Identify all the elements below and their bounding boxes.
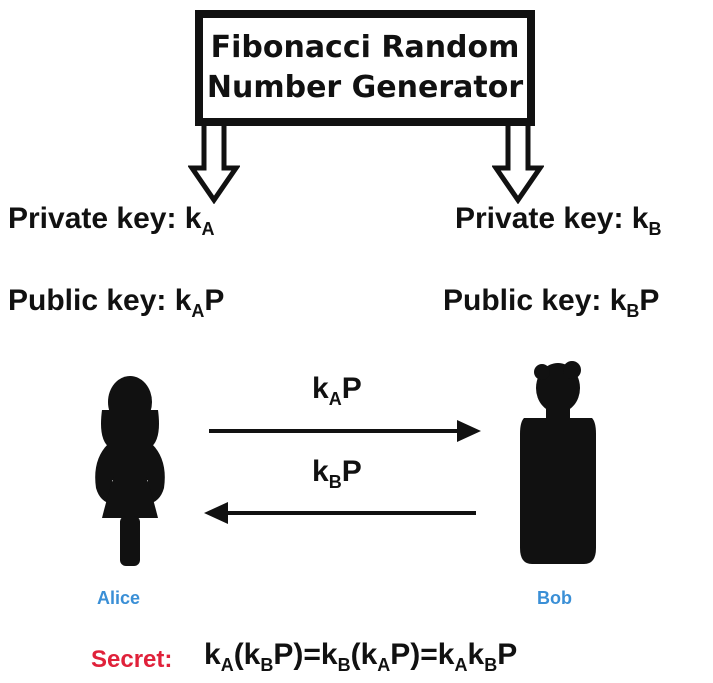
arrow-alice-to-bob-icon [209, 420, 481, 442]
generator-title-line2: Number Generator [206, 70, 524, 105]
secret-label: Secret: [91, 646, 173, 673]
alice-private-key: Private key: kA [8, 202, 215, 239]
secret-equation: kA(kBP)=kB(kAP)=kAkBP [204, 638, 518, 675]
generator-title-line1: Fibonacci Random [210, 30, 520, 65]
generator-box: Fibonacci Random Number Generator [195, 10, 535, 126]
alice-name-label: Alice [97, 588, 141, 608]
bob-public-key: Public key: kBP [443, 284, 660, 321]
alice-public-key: Public key: kAP [8, 284, 225, 321]
arrow-bob-to-alice-icon [204, 502, 476, 524]
bob-name-label: Bob [537, 588, 572, 608]
arrow-to-alice-icon [188, 126, 240, 204]
bob-private-key: Private key: kB [455, 202, 662, 239]
message-to-alice: kBP [312, 455, 362, 492]
arrow-to-bob-icon [492, 126, 544, 204]
message-to-bob: kAP [312, 372, 362, 409]
bob-silhouette-icon [520, 361, 596, 564]
alice-silhouette-icon [95, 376, 165, 566]
